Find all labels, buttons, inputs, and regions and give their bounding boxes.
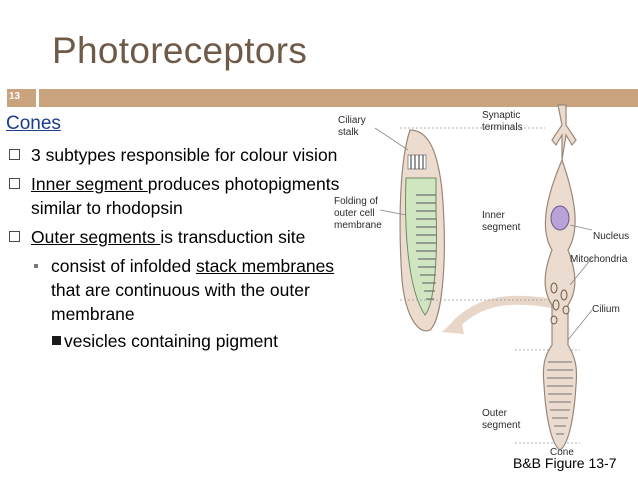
label-ciliary-stalk-line2: stalk bbox=[338, 127, 360, 138]
label-outer-segment: Outer bbox=[482, 408, 508, 419]
bullet-item: Inner segment produces photopigments sim… bbox=[6, 172, 346, 220]
label-folding-line3: membrane bbox=[334, 220, 382, 231]
checkbox-bullet-icon bbox=[9, 231, 20, 242]
checkbox-bullet-icon bbox=[9, 149, 20, 160]
bullet-text: produces photopigments similar to rhodop… bbox=[31, 174, 340, 218]
bullet-underlined-text: Outer segments bbox=[31, 227, 161, 247]
slide-number: 13 bbox=[9, 91, 21, 102]
label-ciliary-stalk: Ciliary bbox=[338, 115, 366, 126]
sub-sub-bullet-text: vesicles containing pigment bbox=[64, 331, 279, 351]
cone-photoreceptor-diagram: Ciliary stalk Folding of outer cell memb… bbox=[334, 104, 629, 458]
label-folding: Folding of bbox=[334, 196, 378, 207]
bullet-item: 3 subtypes responsible for colour vision bbox=[6, 143, 346, 167]
label-synaptic-terminals-line2: terminals bbox=[482, 122, 523, 133]
label-nucleus: Nucleus bbox=[593, 231, 629, 242]
bullet-underlined-text: Inner segment bbox=[31, 174, 148, 194]
label-inner-segment-line2: segment bbox=[482, 222, 521, 233]
section-heading: Cones bbox=[6, 113, 61, 134]
bullet-text: 3 subtypes responsible for colour vision bbox=[31, 145, 338, 165]
slide-title: Photoreceptors bbox=[52, 30, 308, 71]
label-cilium: Cilium bbox=[592, 304, 620, 315]
label-cone: Cone bbox=[550, 447, 574, 458]
slide-number-bar bbox=[7, 89, 36, 107]
sub-bullet-item: consist of infolded stack membranes that… bbox=[6, 254, 346, 326]
slide-body: Cones 3 subtypes responsible for colour … bbox=[6, 113, 346, 353]
sub-bullet-text: consist of infolded bbox=[51, 256, 196, 276]
square-bullet-icon bbox=[52, 336, 61, 345]
sub-bullet-underlined-text: stack membranes bbox=[195, 256, 335, 276]
checkbox-bullet-icon bbox=[9, 178, 20, 189]
figure-caption: B&B Figure 13-7 bbox=[513, 455, 617, 471]
sub-bullet-text-end: that are continuous with the outer membr… bbox=[51, 280, 310, 324]
label-inner-segment: Inner bbox=[482, 210, 505, 221]
bullet-item: Outer segments is transduction site bbox=[6, 225, 346, 249]
label-folding-line2: outer cell bbox=[334, 208, 375, 219]
label-synaptic-terminals: Synaptic bbox=[482, 110, 520, 121]
sub-bullet-icon bbox=[34, 264, 38, 268]
label-outer-segment-line2: segment bbox=[482, 420, 521, 431]
label-mitochondria: Mitochondria bbox=[570, 254, 628, 265]
bullet-text: is transduction site bbox=[160, 227, 306, 247]
sub-sub-bullet-item: vesicles containing pigment bbox=[6, 329, 346, 353]
title-divider-bar bbox=[39, 89, 638, 107]
